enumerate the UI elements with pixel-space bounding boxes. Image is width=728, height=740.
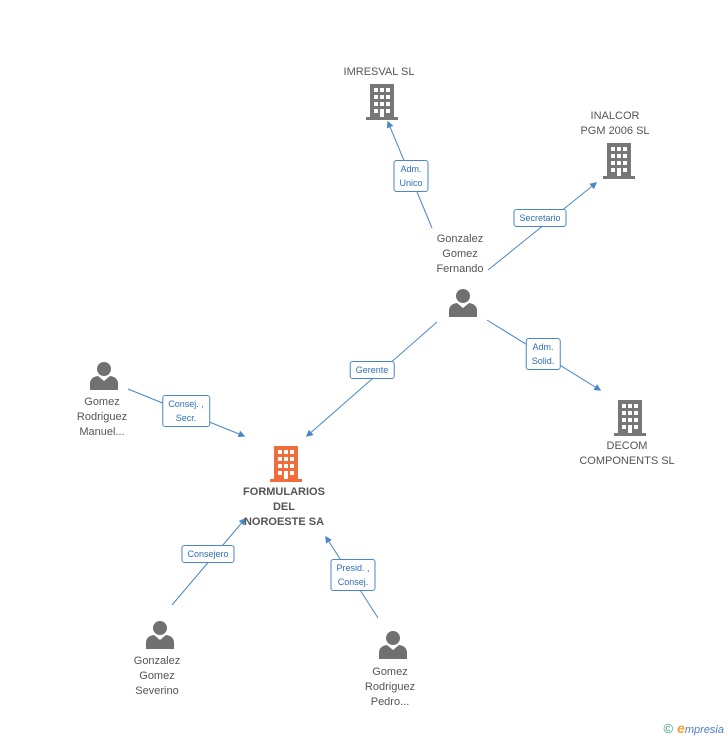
building-icon[interactable] <box>603 143 635 179</box>
company-name-line: NOROESTE SA <box>243 516 325 528</box>
edge-label-line: Adm. <box>400 164 422 174</box>
main-company-building-icon[interactable] <box>270 446 302 482</box>
company-name-line: INALCOR <box>590 110 640 122</box>
company-name-line: PGM 2006 SL <box>580 125 650 137</box>
edge-label-consejero[interactable]: Consejero <box>181 545 235 563</box>
node-fernando-label[interactable]: Gonzalez Gomez Fernando <box>436 232 483 277</box>
company-name-line: COMPONENTS SL <box>579 455 675 467</box>
person-name-line: Gonzalez <box>436 233 484 245</box>
edge-label-line: Presid. , <box>336 563 370 573</box>
person-name-line: Gomez <box>372 666 408 678</box>
person-icon[interactable] <box>89 360 119 390</box>
edge-label-line: Consej. <box>337 577 369 587</box>
edge-fernando-main <box>305 321 438 437</box>
person-icon[interactable] <box>145 619 175 649</box>
person-name-line: Gomez <box>139 670 175 682</box>
node-pedro-label[interactable]: Gomez Rodriguez Pedro... <box>365 665 415 710</box>
edge-label-line: Solid. <box>531 356 555 366</box>
node-inalcor-label[interactable]: INALCOR PGM 2006 SL <box>580 109 649 139</box>
building-icon[interactable] <box>614 400 646 436</box>
edge-label-line: Secretario <box>519 213 561 223</box>
brand-initial: e <box>677 720 685 736</box>
edge-label-line: Consejero <box>187 549 229 559</box>
edge-label-line: Secr. <box>175 413 197 423</box>
edge-label-line: Gerente <box>355 365 389 375</box>
edge-label-adm-solid[interactable]: Adm. Solid. <box>525 338 561 370</box>
edge-label-adm-unico[interactable]: Adm. Unico <box>393 160 429 192</box>
person-name-line: Gomez <box>84 396 120 408</box>
copyright-symbol: © <box>663 721 674 736</box>
edge-label-line: Consej. , <box>168 399 204 409</box>
company-name-line: DEL <box>272 501 295 513</box>
company-name-line: DECOM <box>606 440 648 452</box>
person-name-line: Fernando <box>436 263 484 275</box>
footer-brand: ©empresia <box>663 720 724 736</box>
person-name-line: Gomez <box>442 248 478 260</box>
node-decom-label[interactable]: DECOM COMPONENTS SL <box>579 439 674 469</box>
person-name-line: Rodriguez <box>76 411 128 423</box>
edge-label-line: Adm. <box>532 342 554 352</box>
person-name-line: Manuel... <box>79 426 125 438</box>
edge-label-presid-consej[interactable]: Presid. , Consej. <box>330 559 376 591</box>
node-severino-label[interactable]: Gonzalez Gomez Severino <box>134 654 180 699</box>
person-icon[interactable] <box>448 287 478 317</box>
person-name-line: Severino <box>135 685 179 697</box>
node-main-label[interactable]: FORMULARIOS DEL NOROESTE SA <box>243 485 325 530</box>
edge-label-consej-secr[interactable]: Consej. , Secr. <box>162 395 210 427</box>
edge-label-gerente[interactable]: Gerente <box>349 361 395 379</box>
person-name-line: Rodriguez <box>364 681 416 693</box>
brand-name: mpresia <box>684 724 724 736</box>
edge-label-secretario[interactable]: Secretario <box>513 209 567 227</box>
node-manuel-label[interactable]: Gomez Rodriguez Manuel... <box>77 395 127 440</box>
node-imresval-label[interactable]: IMRESVAL SL <box>344 65 415 80</box>
person-name-line: Pedro... <box>370 696 410 708</box>
company-name-line: IMRESVAL SL <box>343 66 415 78</box>
company-name-line: FORMULARIOS <box>243 486 325 498</box>
building-icon[interactable] <box>366 84 398 120</box>
edge-label-line: Unico <box>399 178 423 188</box>
person-icon[interactable] <box>378 629 408 659</box>
person-name-line: Gonzalez <box>133 655 181 667</box>
